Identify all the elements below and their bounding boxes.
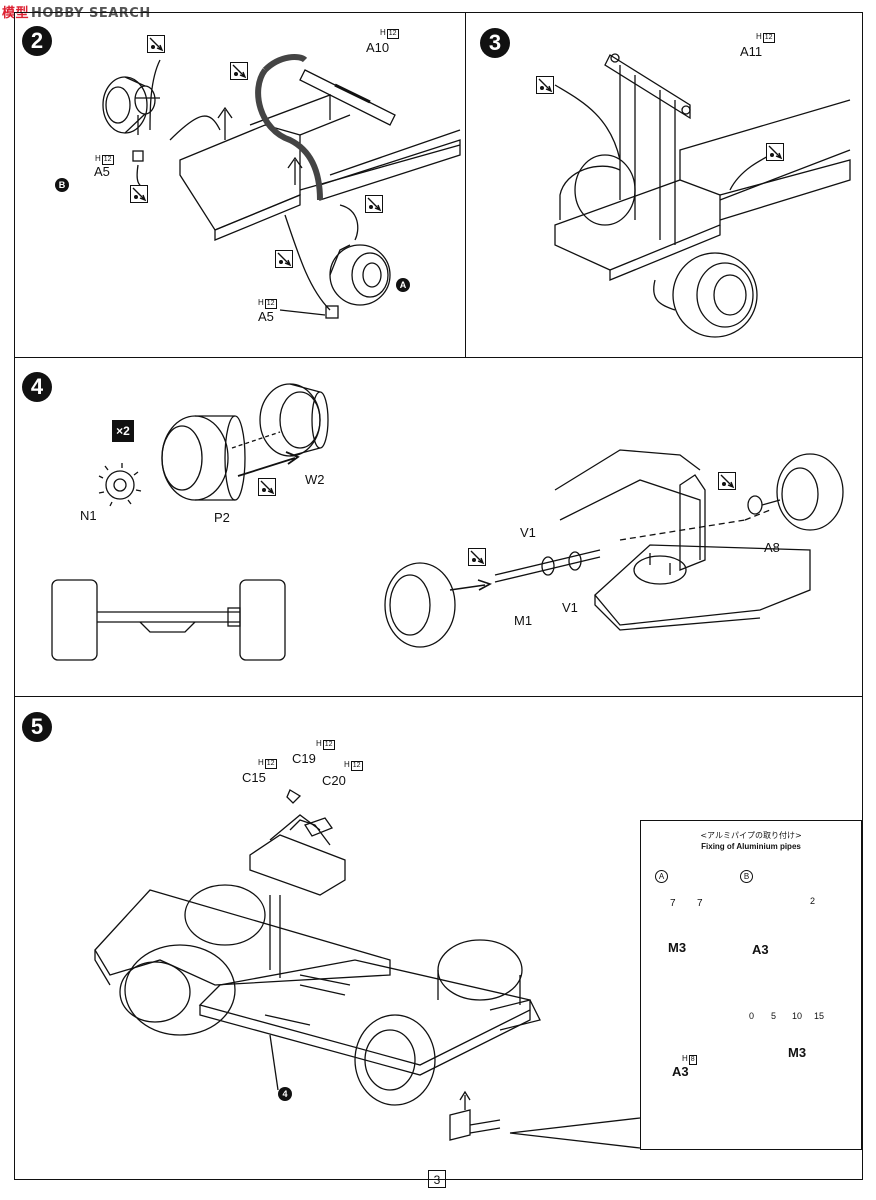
part-label-n1: N1	[80, 508, 97, 523]
ruler-tick-label: 15	[814, 1011, 825, 1021]
part-label-v1: V1	[562, 600, 578, 615]
part-label-m1: M1	[514, 613, 533, 628]
part-label-a11: A11	[740, 44, 763, 59]
ruler-tick-label: 10	[792, 1011, 803, 1021]
inset-title-en: Fixing of Aluminium pipes	[701, 842, 801, 851]
cement-icon	[130, 185, 148, 203]
cement-icon	[718, 472, 736, 490]
ruler-tick-label: 0	[749, 1011, 755, 1021]
step-5-panel	[14, 696, 863, 1180]
part-label-p2: P2	[214, 510, 230, 525]
cement-icon	[147, 35, 165, 53]
cement-icon	[275, 250, 293, 268]
part-label-c20: C20	[322, 773, 346, 788]
part-label-a10: A10	[366, 40, 390, 55]
part-label-a3: A3	[672, 1064, 689, 1079]
page-number: 3	[428, 1170, 446, 1188]
step3-drawing	[554, 53, 851, 338]
cement-icon	[258, 478, 276, 496]
dimension-label: 7	[670, 898, 676, 909]
part-label-m3: M3	[788, 1045, 807, 1060]
step4-drawing	[51, 383, 844, 661]
part-label-a3: A3	[752, 942, 769, 957]
marker-b: B	[740, 870, 753, 883]
part-label-c19: C19	[292, 751, 316, 766]
step-number: 2	[22, 26, 52, 56]
aluminium-pipe-inset: <アルミパイプの取り付け> Fixing of Aluminium pipes	[640, 820, 862, 1150]
cement-icon	[230, 62, 248, 80]
step-reference: 4	[278, 1087, 292, 1101]
step2-drawing	[102, 54, 461, 319]
part-label-v1: V1	[520, 525, 536, 540]
part-label-a5: A5	[94, 164, 110, 179]
part-label-a8: A8	[764, 540, 780, 555]
step5-drawing	[94, 789, 641, 1149]
cement-icon	[536, 76, 554, 94]
cement-icon	[468, 548, 486, 566]
cement-icon	[365, 195, 383, 213]
part-label-w2: W2	[305, 472, 325, 487]
cement-icon	[766, 143, 784, 161]
part-label-m3: M3	[668, 940, 687, 955]
dimension-label: 2	[810, 896, 816, 906]
dimension-label: 7	[697, 898, 703, 909]
inset-title-jp: <アルミパイプの取り付け>	[700, 831, 802, 840]
callout-b: B	[55, 178, 69, 192]
marker-a: A	[655, 870, 668, 883]
step-number: 4	[22, 372, 52, 402]
step-number: 3	[480, 28, 510, 58]
ruler-tick-label: 5	[771, 1011, 777, 1021]
step-number: 5	[22, 712, 52, 742]
quantity-badge: ×2	[112, 420, 134, 442]
part-label-c15: C15	[242, 770, 266, 785]
callout-a: A	[396, 278, 410, 292]
part-label-a5: A5	[258, 309, 274, 324]
